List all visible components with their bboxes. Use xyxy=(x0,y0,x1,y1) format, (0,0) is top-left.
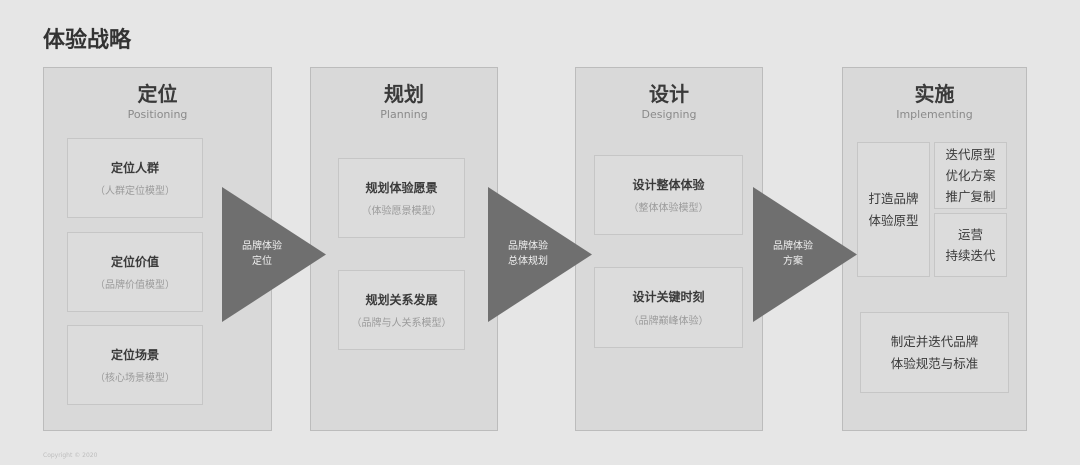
step-box: 规划关系发展 （品牌与人关系模型） xyxy=(338,270,465,350)
box-title: 定位人群 xyxy=(110,160,159,175)
box-title: 规划体验愿景 xyxy=(365,180,438,195)
arrow-triangle: 品牌体验 总体规划 xyxy=(488,187,592,322)
box-subtitle: （核心场景模型） xyxy=(95,373,175,385)
triangle-shape xyxy=(222,187,326,322)
box-title: 设计整体体验 xyxy=(632,177,705,192)
box-subtitle: （品牌价值模型） xyxy=(95,280,175,292)
copyright-footer: Copyright © 2020 xyxy=(43,452,98,459)
step-box: 制定并迭代品牌 体验规范与标准 xyxy=(860,312,1009,393)
column-planning: 规划 Planning xyxy=(310,67,498,431)
step-box: 定位人群 （人群定位模型） xyxy=(67,138,203,218)
step-box: 定位价值 （品牌价值模型） xyxy=(67,232,203,312)
column-subtitle: Positioning xyxy=(127,108,188,121)
column-title: 规划 xyxy=(384,82,424,106)
column-subtitle: Implementing xyxy=(896,108,973,121)
column-subtitle: Designing xyxy=(641,108,697,121)
box-title: 定位场景 xyxy=(110,347,159,362)
triangle-shape xyxy=(753,187,857,322)
box-subtitle: （品牌巅峰体验） xyxy=(628,315,709,327)
box-text: 制定并迭代品牌 体验规范与标准 xyxy=(890,334,979,371)
box-title: 规划关系发展 xyxy=(365,292,438,307)
box-title: 设计关键时刻 xyxy=(632,290,705,305)
column-designing: 设计 Designing xyxy=(575,67,763,431)
column-subtitle: Planning xyxy=(380,108,428,121)
step-box: 迭代原型 优化方案 推广复制 xyxy=(934,142,1007,209)
box-text: 打造品牌 体验原型 xyxy=(868,191,919,228)
step-box: 运营 持续迭代 xyxy=(934,213,1007,277)
box-subtitle: （体验愿景模型） xyxy=(361,206,442,218)
arrow-label: 品牌体验 方案 xyxy=(773,241,813,267)
arrow-triangle: 品牌体验 方案 xyxy=(753,187,857,322)
step-box: 设计关键时刻 （品牌巅峰体验） xyxy=(594,267,743,348)
arrow-triangle: 品牌体验 定位 xyxy=(222,187,326,322)
box-text: 运营 持续迭代 xyxy=(945,226,996,263)
column-title: 定位 xyxy=(137,82,178,106)
page-title: 体验战略 xyxy=(43,28,132,53)
box-title: 定位价值 xyxy=(110,254,159,269)
box-subtitle: （整体体验模型） xyxy=(628,203,709,215)
column-title: 实施 xyxy=(914,82,955,106)
triangle-shape xyxy=(488,187,592,322)
arrow-label: 品牌体验 总体规划 xyxy=(508,241,548,267)
step-box: 定位场景 （核心场景模型） xyxy=(67,325,203,405)
box-subtitle: （人群定位模型） xyxy=(95,186,175,198)
step-box: 打造品牌 体验原型 xyxy=(857,142,930,277)
column-title: 设计 xyxy=(649,82,689,106)
arrow-label: 品牌体验 定位 xyxy=(242,241,282,267)
box-subtitle: （品牌与人关系模型） xyxy=(351,318,452,330)
box-text: 迭代原型 优化方案 推广复制 xyxy=(945,146,996,205)
step-box: 规划体验愿景 （体验愿景模型） xyxy=(338,158,465,238)
step-box: 设计整体体验 （整体体验模型） xyxy=(594,155,743,235)
